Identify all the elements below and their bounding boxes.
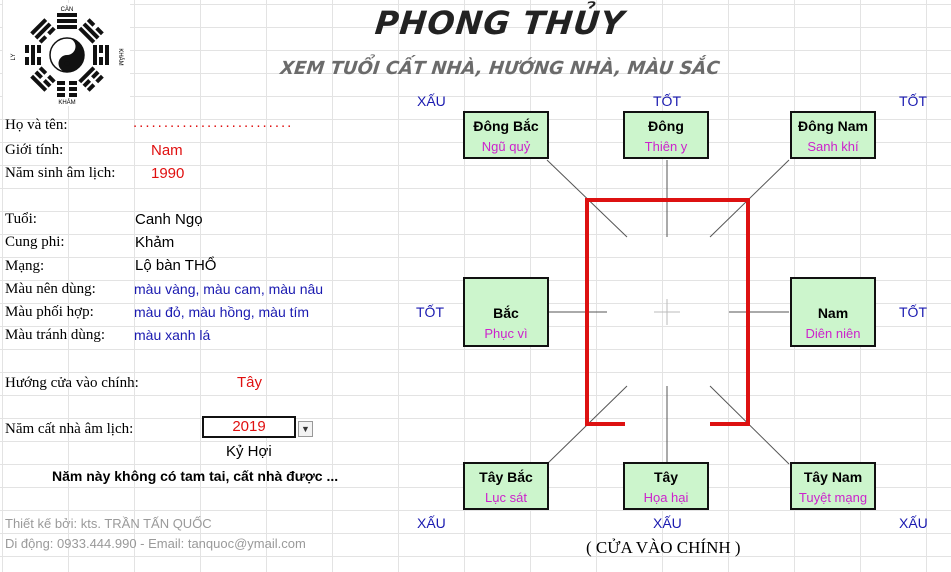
birth-year-field[interactable]: 1990 xyxy=(151,165,185,182)
tam-tai-warning: Năm này không có tam tai, cất nhà được .… xyxy=(52,468,339,484)
direction-star: Sanh khí xyxy=(807,139,859,154)
designer-contact: Di động: 0933.444.990 - Email: tanquoc@y… xyxy=(5,536,306,551)
direction-box-e: Đông Thiên y xyxy=(623,111,709,159)
direction-box-nw: Tây Bắc Lục sát xyxy=(463,462,549,510)
rating-bottom-center: XẤU xyxy=(653,515,682,531)
cung-phi-value: Khảm xyxy=(135,234,175,251)
gender-field[interactable]: Nam xyxy=(151,142,183,159)
rating-top-right: TỐT xyxy=(899,93,927,109)
rating-bottom-left: XẤU xyxy=(417,515,446,531)
good-color-label: Màu nên dùng: xyxy=(5,281,96,297)
direction-box-sw: Tây Nam Tuyệt mạng xyxy=(790,462,876,510)
direction-name: Đông Bắc xyxy=(473,118,539,134)
rating-bottom-right: XẤU xyxy=(899,515,928,531)
good-color-value: màu vàng, màu cam, màu nâu xyxy=(134,281,324,297)
direction-star: Họa hại xyxy=(643,490,689,505)
cung-phi-label: Cung phi: xyxy=(5,234,65,250)
direction-star: Lục sát xyxy=(485,490,527,505)
direction-box-n: Bắc Phục vì xyxy=(463,277,549,347)
door-direction-label: Hướng cửa vào chính: xyxy=(5,375,139,391)
house-outline xyxy=(585,198,750,426)
rating-top-left: XẤU xyxy=(417,93,446,109)
name-field[interactable]: .......................... xyxy=(133,114,294,131)
direction-star: Tuyệt mạng xyxy=(798,490,868,505)
door-direction-value[interactable]: Tây xyxy=(237,374,263,391)
direction-box-se: Đông Nam Sanh khí xyxy=(790,111,876,159)
avoid-color-label: Màu tránh dùng: xyxy=(5,327,105,343)
combo-color-label: Màu phối hợp: xyxy=(5,304,94,320)
rating-mid-right: TỐT xyxy=(899,304,927,320)
direction-star: Diên niên xyxy=(805,326,861,341)
svg-text:LY: LY xyxy=(11,54,17,61)
designer-credit: Thiết kế bởi: kts. TRẦN TẤN QUỐC xyxy=(5,516,212,531)
bagua-logo: CÀN KHẢM LY KHẢM xyxy=(3,3,130,106)
rating-top-center: TỐT xyxy=(653,93,681,109)
menh-label: Mạng: xyxy=(5,258,45,274)
avoid-color-value: màu xanh lá xyxy=(134,327,211,343)
rating-mid-left: TỐT xyxy=(416,304,444,320)
direction-name: Đông Nam xyxy=(798,118,868,134)
direction-box-w: Tây Họa hại xyxy=(623,462,709,510)
gender-label: Giới tính: xyxy=(5,142,64,158)
menh-value: Lộ bàn THỔ xyxy=(135,257,217,274)
svg-text:KHẢM: KHẢM xyxy=(117,48,124,65)
age-value: Canh Ngọ xyxy=(135,211,203,228)
direction-star: Phục vì xyxy=(484,326,528,341)
build-year-input[interactable]: 2019 xyxy=(202,416,296,438)
yin-yang-icon: CÀN KHẢM LY KHẢM xyxy=(11,6,124,106)
direction-box-s: Nam Diên niên xyxy=(790,277,876,347)
direction-star: Thiên y xyxy=(644,139,688,154)
direction-star: Ngũ quỷ xyxy=(481,139,531,154)
combo-color-value: màu đỏ, màu hồng, màu tím xyxy=(134,304,310,320)
main-door-caption: ( CỬA VÀO CHÍNH ) xyxy=(586,538,741,557)
age-label: Tuổi: xyxy=(5,211,37,227)
svg-text:KHẢM: KHẢM xyxy=(58,99,75,106)
name-label: Họ và tên: xyxy=(5,117,68,133)
direction-name: Tây Bắc xyxy=(479,469,533,485)
direction-name: Đông xyxy=(648,118,684,134)
chevron-down-icon[interactable]: ▼ xyxy=(298,421,313,437)
direction-name: Tây xyxy=(653,469,679,485)
birth-year-label: Năm sinh âm lịch: xyxy=(5,165,116,181)
direction-name: Nam xyxy=(817,305,849,321)
build-year-label: Năm cất nhà âm lịch: xyxy=(5,421,134,437)
direction-name: Bắc xyxy=(493,305,519,321)
build-year-canchi: Kỷ Hợi xyxy=(226,443,272,460)
svg-text:CÀN: CÀN xyxy=(61,6,74,13)
center-crosshair xyxy=(654,299,680,325)
direction-box-ne: Đông Bắc Ngũ quỷ xyxy=(463,111,549,159)
direction-name: Tây Nam xyxy=(803,469,863,485)
